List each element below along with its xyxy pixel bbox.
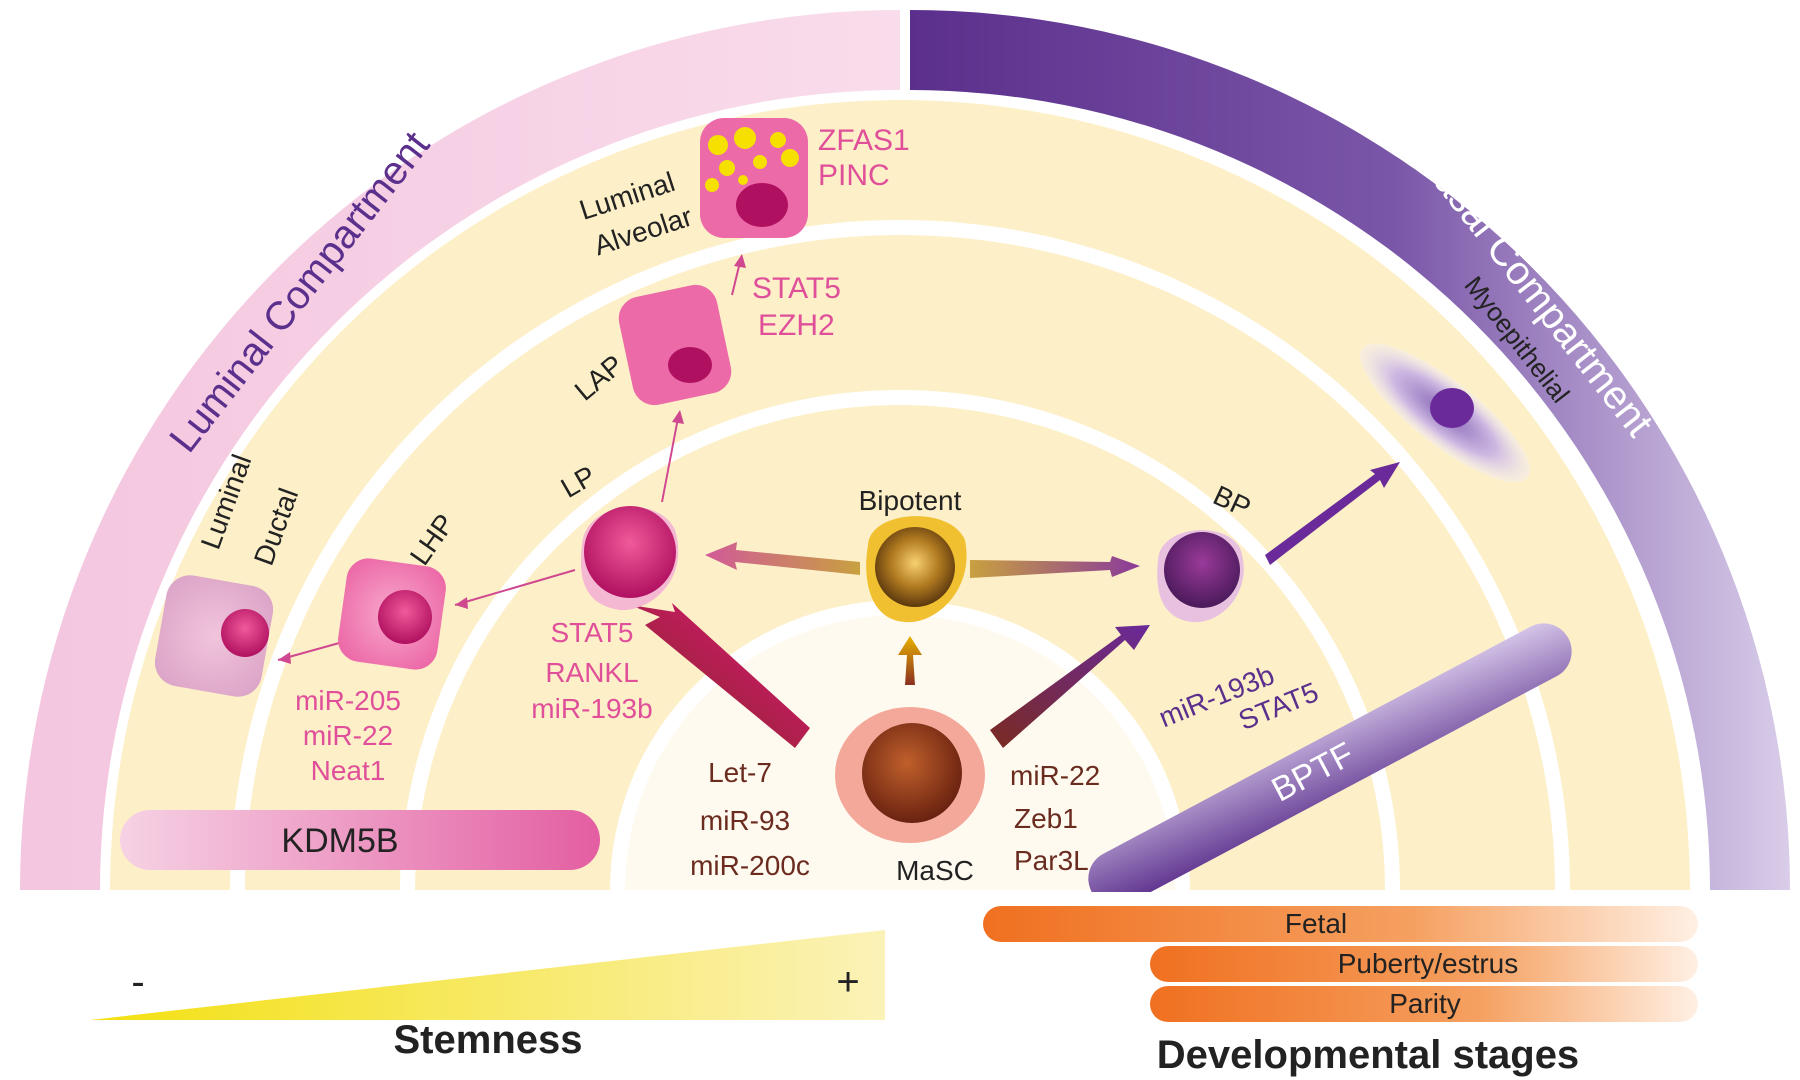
regulator-lp-2: RANKL <box>545 657 638 688</box>
arrow-masc-to-lp <box>630 603 810 748</box>
masc-label: MaSC <box>896 855 974 886</box>
arrow-masc-to-bp <box>990 625 1150 748</box>
regulator-alveolar-1: ZFAS1 <box>818 124 910 157</box>
lap-cell <box>618 284 732 406</box>
bp-cell <box>1157 529 1244 623</box>
masc-cell <box>835 707 985 843</box>
bipotent-label: Bipotent <box>859 485 962 516</box>
regulator-masc-right-2: Zeb1 <box>1014 803 1078 834</box>
regulator-lhp-1: miR-205 <box>295 685 401 716</box>
arrow-lap-to-alveolar <box>731 261 741 296</box>
luminal-ductal-cell <box>154 575 274 697</box>
regulator-lhp-2: miR-22 <box>303 720 393 751</box>
luminal-alveolar-cell <box>700 118 808 238</box>
bptf-bar <box>1088 623 1572 907</box>
regulator-masc-right-3: Par3L <box>1014 845 1089 876</box>
arrow-masc-to-bipotent <box>898 636 922 685</box>
regulator-lp-1: STAT5 <box>551 617 634 648</box>
basal-compartment-arc <box>910 10 1790 890</box>
arrow-lp-to-lap <box>661 417 679 503</box>
kdm5b-bar <box>120 810 600 870</box>
arrow-lp-to-lhp <box>454 569 576 606</box>
stemness-gradient-wedge <box>90 930 885 1020</box>
regulator-lhp-3: Neat1 <box>311 755 386 786</box>
stage-label-fetal: Fetal <box>1285 908 1347 939</box>
regulator-masc-right-1: miR-22 <box>1010 760 1100 791</box>
arrow-bipotent-to-bp <box>970 556 1140 578</box>
lp-cell <box>580 506 679 611</box>
stage-label-puberty: Puberty/estrus <box>1338 948 1519 979</box>
regulator-alveolar-2: PINC <box>818 159 890 192</box>
luminal-compartment-arc <box>20 10 900 890</box>
regulator-lp-3: miR-193b <box>531 693 652 724</box>
regulator-masc-left-1: Let-7 <box>708 757 772 788</box>
lhp-cell <box>338 558 446 670</box>
regulator-lap-2: EZH2 <box>758 309 835 342</box>
developmental-title: Developmental stages <box>1157 1033 1579 1077</box>
arrow-bp-to-myoepithelial <box>1265 462 1400 565</box>
arrow-bipotent-to-lp <box>705 542 860 575</box>
kdm5b-label: KDM5B <box>281 822 398 860</box>
stage-bar-parity <box>1150 986 1698 1022</box>
stage-label-parity: Parity <box>1389 988 1461 1019</box>
stemness-minus: - <box>131 960 144 1004</box>
regulator-lap-1: STAT5 <box>752 272 841 305</box>
stemness-title: Stemness <box>394 1018 583 1062</box>
stemness-plus: + <box>836 960 859 1004</box>
myoepithelial-cell <box>1359 343 1531 483</box>
bipotent-cell <box>866 516 967 623</box>
regulator-masc-left-2: miR-93 <box>700 805 790 836</box>
stage-bar-fetal <box>983 906 1698 942</box>
stage-bar-puberty <box>1150 946 1698 982</box>
regulator-masc-left-3: miR-200c <box>690 850 810 881</box>
